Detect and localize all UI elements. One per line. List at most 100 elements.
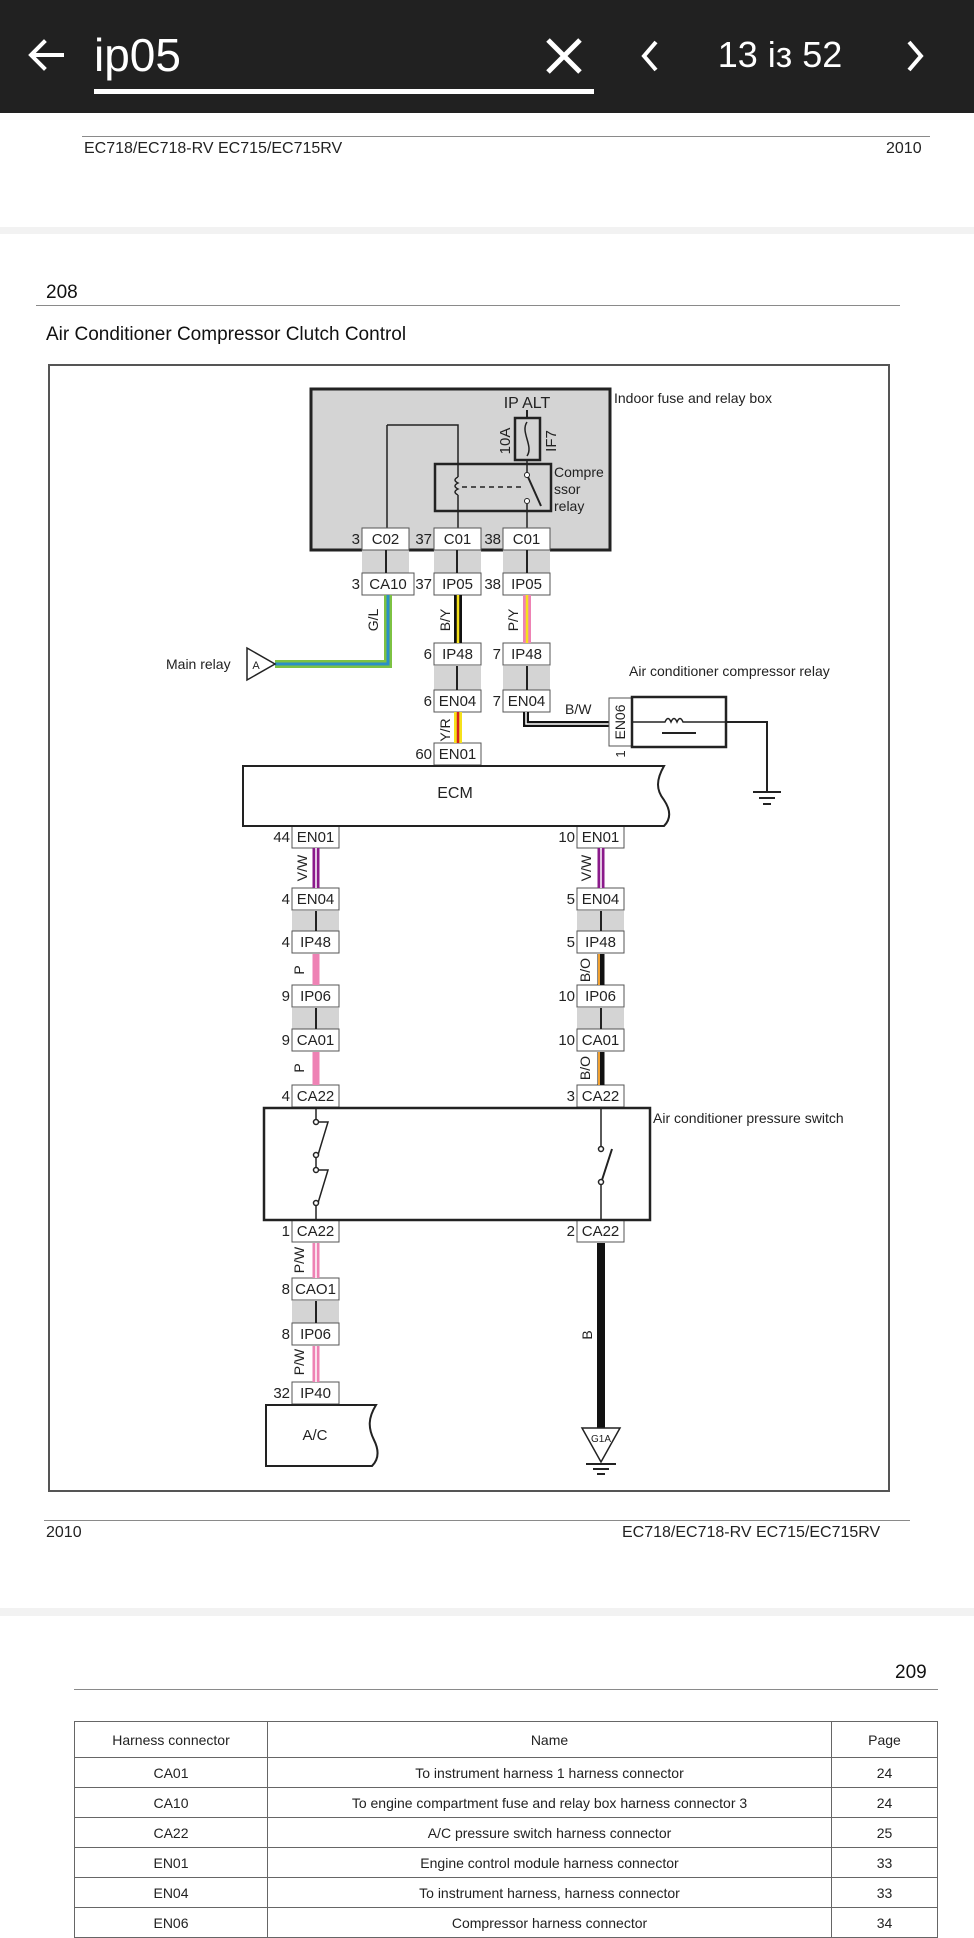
connector-id: IP05	[442, 576, 473, 593]
back-button[interactable]	[22, 30, 72, 80]
connector-id: CA22	[297, 1223, 335, 1240]
cell-name: Engine control module harness connector	[267, 1847, 832, 1878]
connector-id: C01	[444, 531, 472, 548]
connector-id: IP05	[511, 576, 542, 593]
main-relay-label: Main relay	[166, 656, 231, 672]
clear-search-button[interactable]	[538, 30, 590, 82]
connector-id: EN04	[508, 693, 546, 710]
header-divider	[36, 305, 900, 306]
search-input[interactable]: ip05	[94, 22, 594, 94]
ac-label: A/C	[302, 1427, 327, 1444]
connector-pin: 38	[484, 531, 501, 548]
cell-page: 25	[831, 1817, 938, 1848]
wire-label-p-2: P	[291, 1063, 307, 1072]
fuse-box-label: Indoor fuse and relay box	[614, 390, 772, 406]
wire-label-p-1: P	[291, 965, 307, 974]
page-gap	[0, 1608, 974, 1616]
wire-label-bo-2: B/O	[577, 1056, 593, 1080]
previous-match-button[interactable]	[630, 34, 670, 78]
pressure-switch-box	[262, 1106, 652, 1222]
fuse-rating: 10A	[497, 428, 514, 455]
connector-pin: 9	[282, 988, 290, 1005]
connector-id: IP06	[585, 988, 616, 1005]
header-divider	[82, 136, 930, 137]
search-query[interactable]: ip05	[94, 29, 181, 81]
ground-g1a-icon	[580, 1427, 622, 1464]
connector-id: C01	[513, 531, 541, 548]
header-divider	[74, 1689, 938, 1690]
cell-page: 34	[831, 1907, 938, 1938]
ecm-label: ECM	[437, 785, 473, 802]
connector-box: EN04 4	[282, 887, 340, 911]
close-icon	[546, 38, 582, 74]
relay-label-2: ssor	[554, 481, 581, 497]
connector-id: CA22	[582, 1223, 620, 1240]
cell-page: 24	[831, 1787, 938, 1818]
cell-name: To instrument harness 1 harness connecto…	[267, 1757, 832, 1788]
wire-label-yr: Y/R	[437, 718, 453, 741]
cell-connector: EN01	[74, 1847, 268, 1878]
wiring-diagram: Indoor fuse and relay box IP ALT 10A IF7…	[48, 364, 890, 1492]
relay-switch-icon	[527, 476, 542, 507]
wire-label-by: B/Y	[437, 608, 453, 631]
connector-id: CA22	[297, 1088, 335, 1105]
page-footer-year: 2010	[46, 1524, 82, 1541]
connector-box: IP05 37	[415, 572, 482, 596]
page-header-model: EC718/EC718-RV EC715/EC715RV	[84, 140, 343, 157]
connector-pin: 32	[273, 1385, 290, 1402]
connector-pin: 10	[558, 829, 575, 846]
connector-id: EN01	[297, 829, 335, 846]
match-counter: 13 із 52	[717, 34, 843, 75]
cell-page: 24	[831, 1757, 938, 1788]
connector-pin: 44	[273, 829, 290, 846]
wire-label-bo-1: B/O	[577, 958, 593, 982]
connector-id: EN04	[439, 693, 477, 710]
connector-id: IP06	[300, 1326, 331, 1343]
connector-pin: 4	[282, 891, 290, 908]
connector-pin: 5	[567, 934, 575, 951]
connector-id: EN04	[582, 891, 620, 908]
main-relay-marker: A	[252, 660, 260, 672]
cell-page: 33	[831, 1877, 938, 1908]
connector-id: IP48	[442, 646, 473, 663]
ground-icon	[753, 791, 781, 805]
connector-pin: 5	[567, 891, 575, 908]
wire-label-vw-left: V/W	[294, 854, 310, 881]
pressure-switch-high-icon	[597, 1108, 613, 1220]
connector-pin: 37	[415, 576, 432, 593]
cell-connector: EN06	[74, 1907, 268, 1938]
connector-id: EN04	[297, 891, 335, 908]
relay-label-3: relay	[554, 498, 584, 514]
connector-pin: 38	[484, 576, 501, 593]
column-header-page: Page	[831, 1721, 938, 1758]
connector-pin: 9	[282, 1032, 290, 1049]
footer-divider	[44, 1520, 910, 1521]
fuse-icon	[524, 421, 530, 457]
ground-g1a-label: G1A	[591, 1434, 611, 1445]
page-number: 208	[46, 282, 78, 303]
diagram-title: Air Conditioner Compressor Clutch Contro…	[46, 324, 407, 345]
column-header-connector: Harness connector	[74, 1721, 268, 1758]
connector-box: C01 38	[484, 527, 551, 551]
pressure-switch-low-icon	[312, 1108, 330, 1220]
wire-label-pw-2: P/W	[291, 1348, 307, 1375]
ac-module	[265, 1404, 379, 1467]
next-match-button[interactable]	[895, 34, 935, 78]
wire-label-b: B	[579, 1330, 595, 1339]
connector-pin: 3	[567, 1088, 575, 1105]
connector-id: EN01	[439, 746, 477, 763]
connector-pin: 3	[352, 531, 360, 548]
